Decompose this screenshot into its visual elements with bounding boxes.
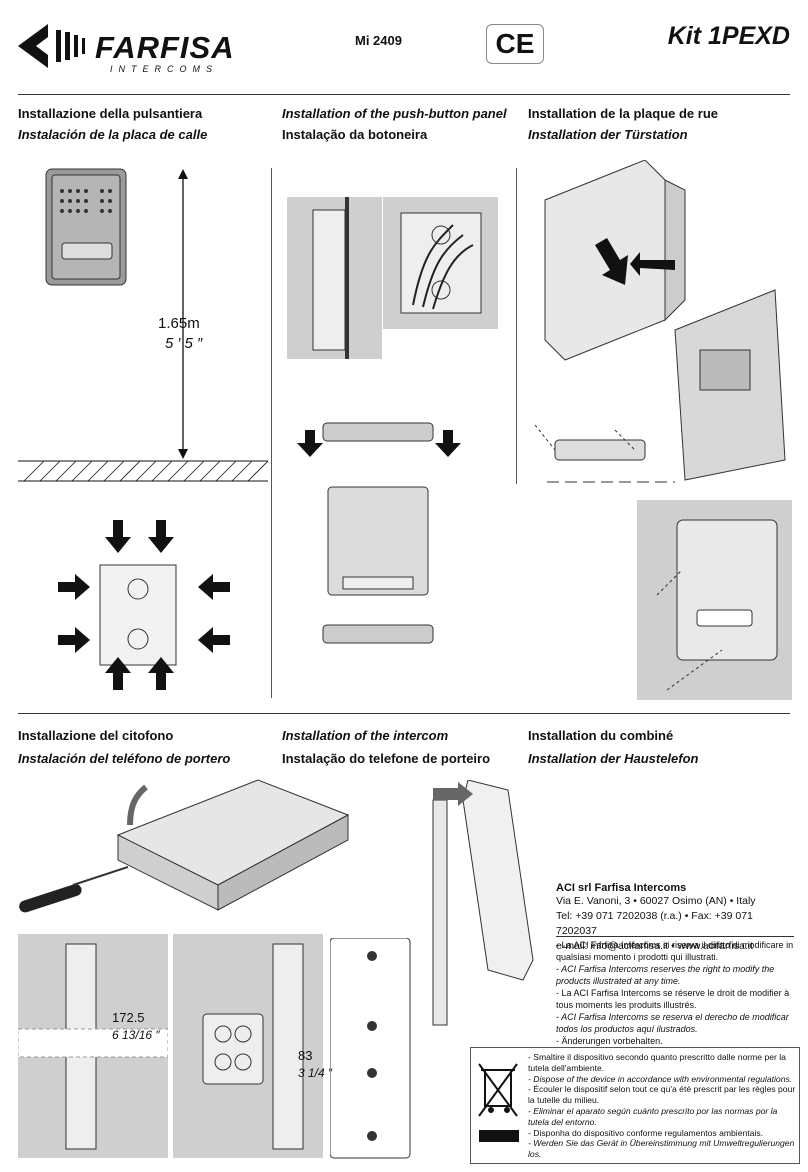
column-divider <box>516 168 517 484</box>
height-imperial: 5 ′ 5 ″ <box>165 335 203 352</box>
height-metric: 1.65m <box>158 315 200 332</box>
farfisa-logo-icon <box>18 24 85 68</box>
recycling-text: - Smaltire il dispositivo secondo quanto… <box>528 1052 796 1160</box>
s2-col3-title-fr: Installation du combiné <box>528 728 674 743</box>
wall-fixing-illustration-1 <box>18 934 168 1158</box>
note-item: - ACI Farfisa Intercoms se reserva el de… <box>556 1012 789 1034</box>
s1-col2-title-en: Installation of the push-button panel <box>282 106 507 121</box>
company-name: ACI srl Farfisa Intercoms <box>556 882 687 894</box>
s1-col2-title-pt: Instalação da botoneira <box>282 127 428 142</box>
s2-col1-title-it: Installazione del citofono <box>18 728 174 743</box>
note-item: - La ACI Farfisa Intercoms se réserve le… <box>556 988 790 1010</box>
box-mounting-illustration <box>534 160 786 483</box>
company-phone: Tel: +39 071 7202038 (r.a.) • Fax: +39 0… <box>556 910 753 937</box>
s1-col1-title-it: Installazione della pulsantiera <box>18 106 203 121</box>
recycling-item: - Smaltire il dispositivo secondo quanto… <box>528 1052 786 1073</box>
wall-box-illustration <box>287 197 498 644</box>
note-item: - La ACI Farfisa Intercoms si riserva il… <box>556 940 794 962</box>
weee-bin-icon <box>478 1063 519 1142</box>
s2-col3-title-de: Installation der Haustelefon <box>528 751 699 766</box>
recycling-item: - Disponha do dispositivo conforme regul… <box>528 1127 764 1138</box>
s2-col2-title-pt: Instalação do telefone de porteiro <box>282 751 491 766</box>
company-address: Via E. Vanoni, 3 • 60027 Osimo (AN) • It… <box>556 895 756 907</box>
notes-list: - La ACI Farfisa Intercoms si riserva il… <box>556 940 794 1049</box>
company-email: e-mail: info@acifarfisa.it • www.acifarf… <box>556 940 753 952</box>
middle-divider <box>18 713 790 714</box>
notes-divider <box>556 936 794 937</box>
bracket-template-illustration <box>330 938 411 1159</box>
recycling-item: - Écouler le dispositif selon tout ce qu… <box>528 1084 796 1106</box>
s1-col3-title-fr: Installation de la plaque de rue <box>528 106 718 121</box>
s2-col2-title-en: Installation of the intercom <box>282 728 449 743</box>
recycling-item: - Werden Sie das Gerät in Übereinstimmun… <box>528 1138 795 1160</box>
recycling-item: - Dispose of the device in accordance wi… <box>528 1073 793 1084</box>
panel-height-illustration <box>18 168 268 690</box>
recycling-box <box>470 1047 800 1164</box>
dimension-83-mm: 83 <box>298 1048 313 1063</box>
column-divider <box>271 168 272 698</box>
note-item: - ACI Farfisa Intercoms reserves the rig… <box>556 964 775 986</box>
top-divider <box>18 94 790 95</box>
wall-fixing-illustration-2 <box>173 934 323 1158</box>
panel-fixing-illustration <box>637 500 792 700</box>
intercom-opening-illustration <box>19 779 350 913</box>
company-info: ACI srl Farfisa Intercoms Via E. Vanoni,… <box>556 882 792 954</box>
brand-name: FARFISA <box>95 30 235 65</box>
dimension-172-mm: 172.5 <box>112 1010 145 1025</box>
s2-col1-title-es: Instalación del teléfono de portero <box>18 751 231 766</box>
dimension-172-in: 6 13/16 ″ <box>112 1028 160 1042</box>
model-number: Mi 2409 <box>355 33 402 48</box>
note-item: - Änderungen vorbehalten. <box>556 1036 663 1046</box>
recycling-item: - Eliminar el aparato según cuánto presc… <box>528 1105 778 1127</box>
s1-col3-title-de: Installation der Türstation <box>528 127 688 142</box>
intercom-hanging-illustration <box>432 780 534 1026</box>
dimension-83-in: 3 1/4 ″ <box>298 1066 333 1080</box>
s1-col1-title-es: Instalación de la placa de calle <box>18 127 208 142</box>
kit-name: Kit 1PEXD <box>667 22 790 50</box>
brand-subtitle: INTERCOMS <box>110 64 218 74</box>
ce-mark: CE <box>486 24 544 64</box>
